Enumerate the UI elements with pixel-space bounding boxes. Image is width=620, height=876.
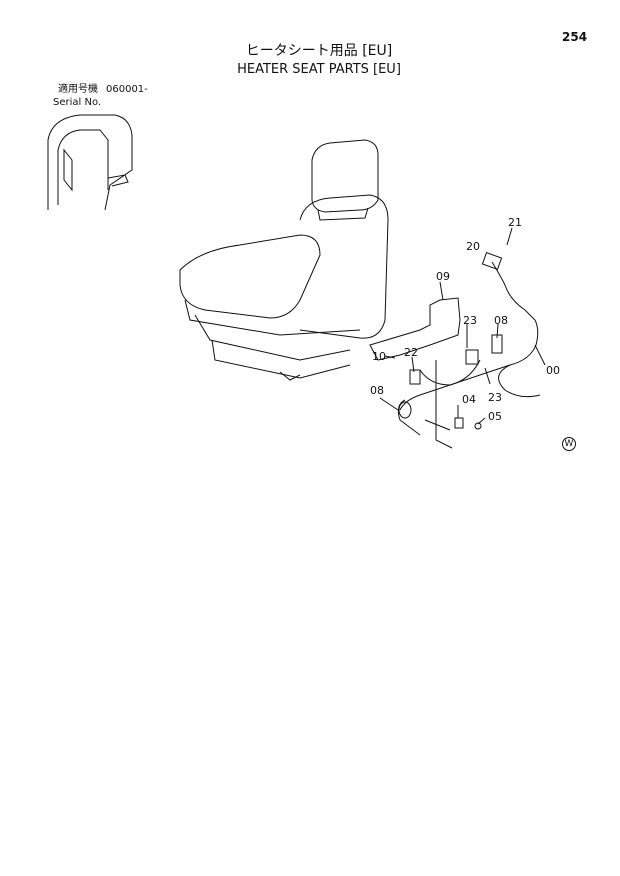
- seat-illustration: [179, 139, 389, 381]
- part-label-04: 04: [462, 393, 476, 406]
- part-label-20: 20: [466, 240, 480, 253]
- harness-illustration: [397, 251, 541, 436]
- part-label-23: 23: [488, 391, 502, 404]
- part-label-23: 23: [463, 314, 477, 327]
- part-label-08: 08: [370, 384, 384, 397]
- leader-lines: [379, 227, 546, 425]
- part-label-05: 05: [488, 410, 502, 423]
- page-number: 254: [562, 30, 588, 44]
- page-title-en: HEATER SEAT PARTS [EU]: [237, 62, 401, 77]
- w-symbol-icon: W: [562, 437, 576, 451]
- part-label-09: 09: [436, 270, 450, 283]
- page-title-jp: ヒータシート用品 [EU]: [245, 43, 393, 59]
- part-label-22: 22: [404, 346, 418, 359]
- bracket-illustration: [369, 297, 461, 449]
- serial-value: 060001-: [106, 84, 148, 95]
- part-label-21: 21: [508, 216, 522, 229]
- serial-label-jp: 適用号機: [58, 84, 98, 95]
- part-label-10: 10: [372, 350, 386, 363]
- part-label-08: 08: [494, 314, 508, 327]
- serial-label-en: Serial No.: [53, 97, 102, 108]
- cab-inset-illustration: [47, 114, 133, 211]
- part-label-00: 00: [546, 364, 560, 377]
